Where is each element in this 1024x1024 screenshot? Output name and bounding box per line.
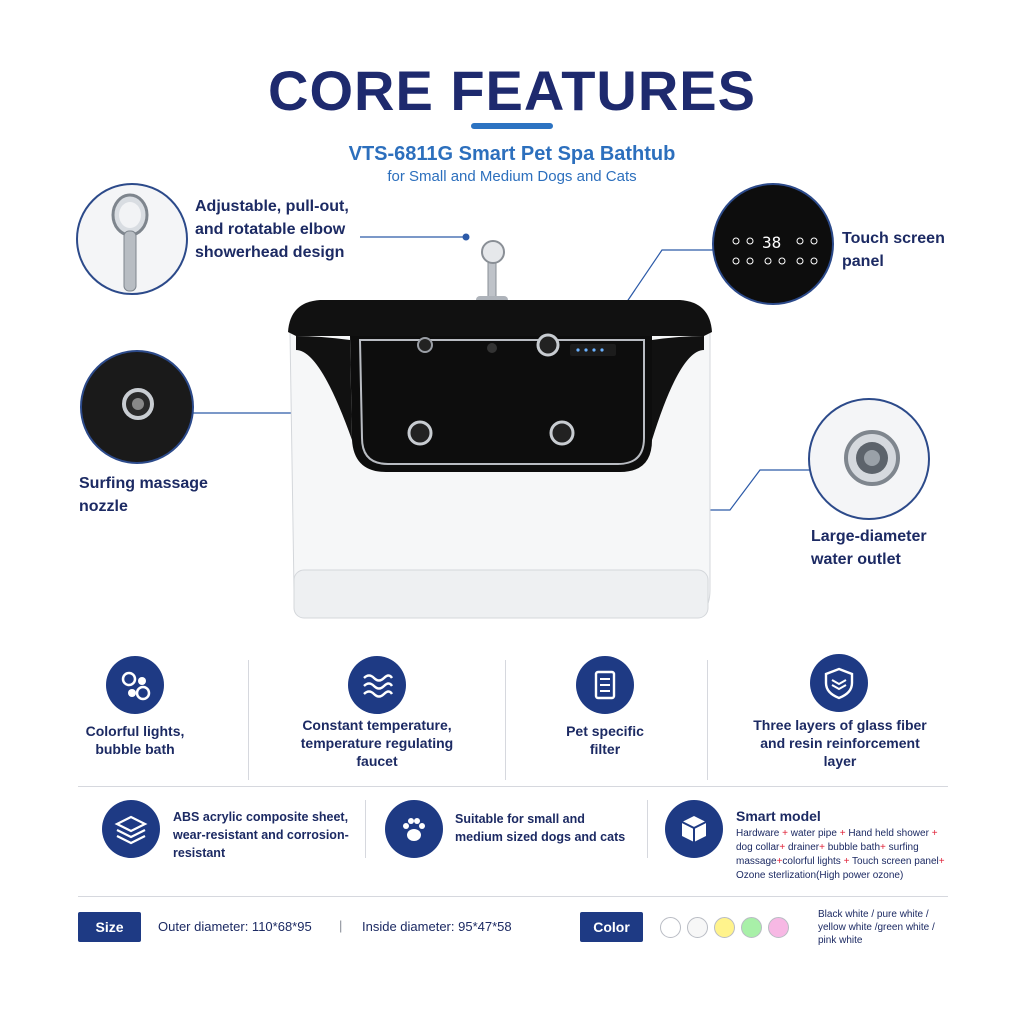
swatch-black-white (660, 917, 681, 938)
product-name: VTS-6811G Smart Pet Spa Bathtub (348, 143, 676, 165)
spec-line-4: Ozone sterlization(High power ozone) (736, 870, 904, 881)
plus-sign: + (779, 842, 786, 853)
layers-shield-icon (824, 667, 854, 700)
spec-item: colorful lights (782, 856, 841, 867)
feature-icon-paw (385, 800, 443, 858)
connector-touch-panel (619, 249, 730, 313)
panel-buttons-icon (732, 237, 818, 265)
divider (647, 800, 648, 858)
callout-touch-panel: Touch screen panel (842, 230, 945, 270)
color-tag: Color (580, 912, 643, 942)
spec-item: water pipe (790, 828, 837, 839)
inside-diameter: Inside diameter: 95*47*58 (362, 919, 512, 934)
row-divider (78, 896, 948, 897)
connector-dot-showerhead (462, 233, 470, 241)
paw-icon (403, 818, 425, 841)
spec-line-1: Hardware + water pipe + Hand held shower… (736, 827, 961, 841)
spec-line-3: massage+colorful lights + Touch screen p… (736, 855, 961, 869)
title-underline (471, 123, 553, 129)
feature-label-filter: Pet specific filter (566, 723, 644, 757)
feature-label-lights: Colorful lights, bubble bath (85, 723, 185, 757)
callout-nozzle: Surfing massage nozzle (79, 475, 208, 515)
spec-item: bubble bath (827, 842, 881, 853)
feature-label-temperature: Constant temperature, temperature regula… (300, 717, 454, 769)
showerhead-icon (111, 193, 149, 292)
drain-icon (844, 430, 900, 486)
smart-model-specs: Hardware + water pipe + Hand held shower… (736, 827, 961, 883)
bathtub-image (288, 240, 712, 619)
swatch-yellow-white (714, 917, 735, 938)
spec-line-2: dog collar+ drainer+ bubble bath+ surfin… (736, 841, 961, 855)
callout-outlet: Large-diameter water outlet (811, 528, 927, 568)
filter-icon (594, 670, 616, 700)
product-tagline: for Small and Medium Dogs and Cats (387, 168, 637, 185)
swatch-pure-white (687, 917, 708, 938)
spec-item: drainer (787, 842, 820, 853)
waves-icon (363, 674, 394, 698)
plus-sign: + (819, 842, 825, 853)
callout-showerhead: Adjustable, pull-out, and rotatable elbo… (195, 198, 349, 261)
cube-icon (681, 816, 707, 842)
size-separator: | (339, 918, 343, 933)
color-names: Black white / pure white / yellow white … (818, 908, 958, 947)
divider (505, 660, 506, 780)
color-names-line: Black white / pure white / (818, 909, 929, 920)
plus-sign: + (931, 828, 938, 839)
feature-icon-temperature (348, 656, 406, 714)
color-names-line: yellow white /green white / (818, 922, 935, 933)
spec-item: dog collar (736, 842, 780, 853)
smart-model-title: Smart model (736, 808, 821, 824)
color-names-line: pink white (818, 935, 863, 946)
swatch-pink-white (768, 917, 789, 938)
feature-icon-filter (576, 656, 634, 714)
feature-icon-lights (106, 656, 164, 714)
page-title: CORE FEATURES (268, 59, 756, 122)
plus-sign: + (843, 856, 850, 867)
stack-icon (114, 815, 148, 845)
plus-sign: + (880, 842, 886, 853)
nozzle-photo (80, 350, 194, 464)
feature-label-abs: ABS acrylic composite sheet, wear-resist… (173, 810, 349, 860)
spec-item: surfing (888, 842, 919, 853)
feature-icon-abs (102, 800, 160, 858)
divider (707, 660, 708, 780)
swatch-green-white (741, 917, 762, 938)
touch-panel-photo: 38 (712, 183, 834, 305)
feature-label-layers: Three layers of glass fiber and resin re… (753, 717, 927, 769)
size-tag: Size (78, 912, 141, 942)
divider (365, 800, 366, 858)
spec-item: massage (736, 856, 777, 867)
showerhead-photo (76, 183, 188, 295)
feature-icon-smart (665, 800, 723, 858)
spec-item: Touch screen panel (852, 856, 939, 867)
feature-label-paw: Suitable for small and medium sized dogs… (455, 812, 626, 844)
bubbles-icon (121, 671, 151, 701)
outer-diameter: Outer diameter: 110*68*95 (158, 919, 312, 934)
panel-display: 38 (762, 233, 782, 252)
spec-item: Hardware (736, 828, 780, 839)
outlet-photo (808, 398, 930, 520)
plus-sign: + (839, 828, 846, 839)
plus-sign: + (782, 828, 788, 839)
plus-sign: + (776, 856, 783, 867)
feature-icon-layers (810, 654, 868, 712)
row-divider (78, 786, 948, 787)
nozzle-icon (122, 388, 154, 420)
plus-sign: + (938, 856, 945, 867)
divider (248, 660, 249, 780)
spec-item: Hand held shower (848, 828, 929, 839)
